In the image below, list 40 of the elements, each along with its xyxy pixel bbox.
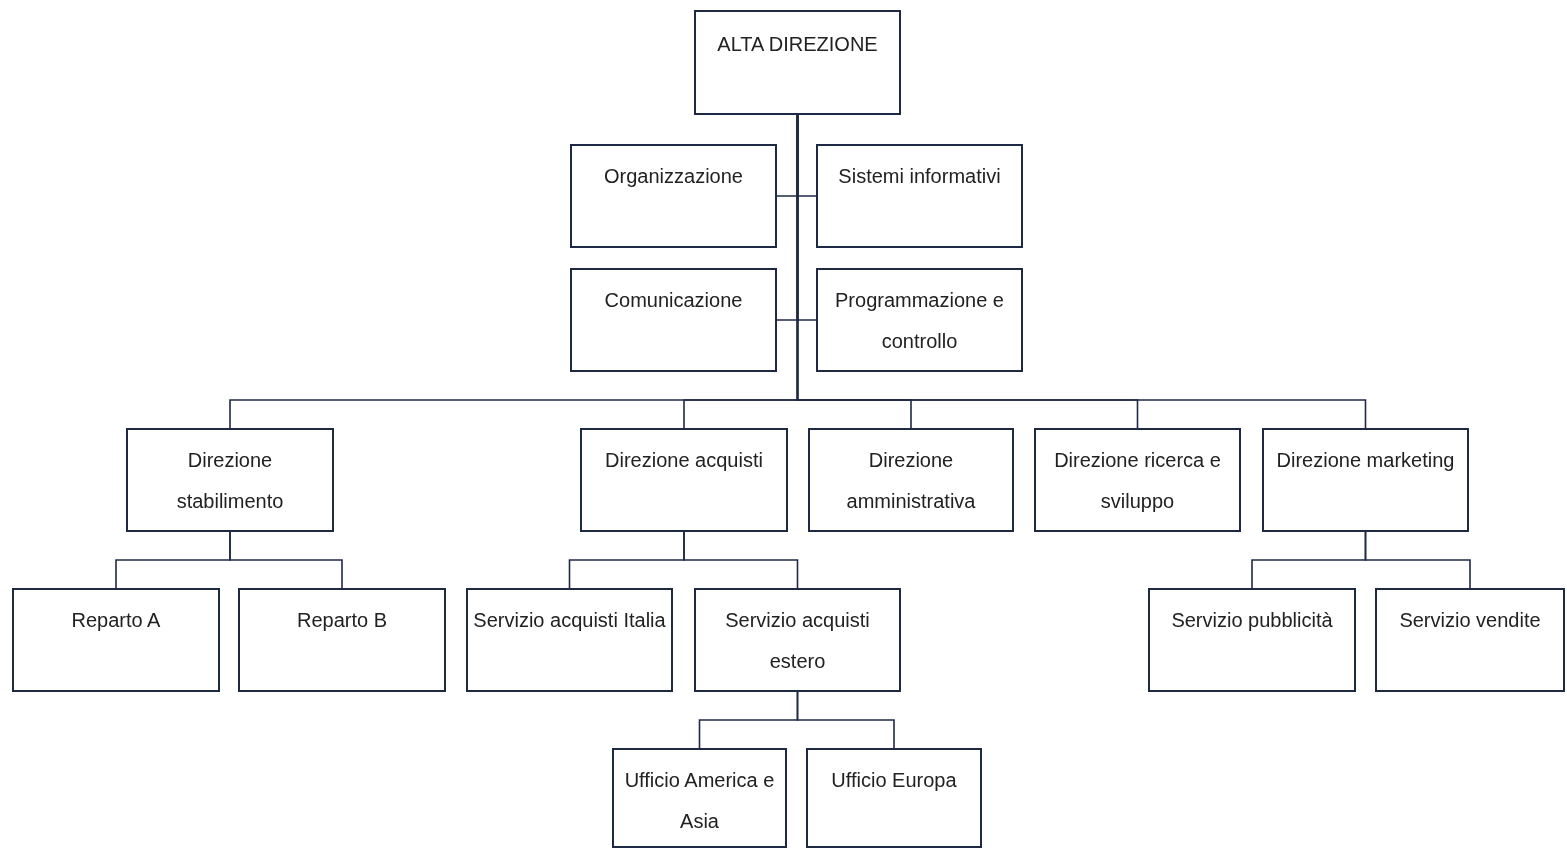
unit-label: Servizio pubblicità (1171, 608, 1333, 633)
org-unit-box (1262, 428, 1469, 532)
unit-label: Servizio acquisti Italia (473, 608, 666, 633)
org-unit-box (1148, 588, 1356, 692)
unit-label: ALTA DIREZIONE (717, 32, 878, 57)
unit-label: Direzione stabilimento (175, 448, 285, 514)
unit-label: Organizzazione (604, 164, 743, 189)
unit-label: Reparto B (296, 608, 388, 633)
unit-label: Direzione amministrativa (845, 448, 977, 514)
org-unit-box (238, 588, 446, 692)
org-unit-box (816, 144, 1023, 248)
org-unit-box (694, 588, 901, 692)
unit-label: Servizio acquisti estero (724, 608, 871, 674)
org-unit-box (466, 588, 673, 692)
unit-label: Comunicazione (604, 288, 743, 313)
org-unit-box (612, 748, 787, 848)
unit-label: Direzione marketing (1276, 448, 1455, 473)
org-unit-box (570, 144, 777, 248)
unit-label: Programmazione e controllo (834, 288, 1005, 354)
org-unit-box (694, 10, 901, 115)
connector-line (1364, 531, 1471, 589)
org-unit-box (570, 268, 777, 372)
org-unit-box (808, 428, 1014, 532)
unit-label: Direzione acquisti (605, 448, 763, 473)
unit-label: Direzione ricerca e sviluppo (1053, 448, 1222, 514)
org-unit-box (1375, 588, 1565, 692)
org-unit-box (126, 428, 334, 532)
unit-label: Reparto A (71, 608, 161, 633)
unit-label: Sistemi informativi (838, 164, 1001, 189)
unit-label: Servizio vendite (1399, 608, 1541, 633)
org-unit-box (580, 428, 788, 532)
connector-line (683, 531, 799, 589)
org-unit-box (806, 748, 982, 848)
org-unit-box (12, 588, 220, 692)
org-unit-box (816, 268, 1023, 372)
connector-line (229, 531, 343, 589)
unit-label: Ufficio America e Asia (623, 768, 776, 834)
unit-label: Ufficio Europa (831, 768, 957, 793)
org-unit-box (1034, 428, 1241, 532)
connector-line (796, 691, 895, 749)
